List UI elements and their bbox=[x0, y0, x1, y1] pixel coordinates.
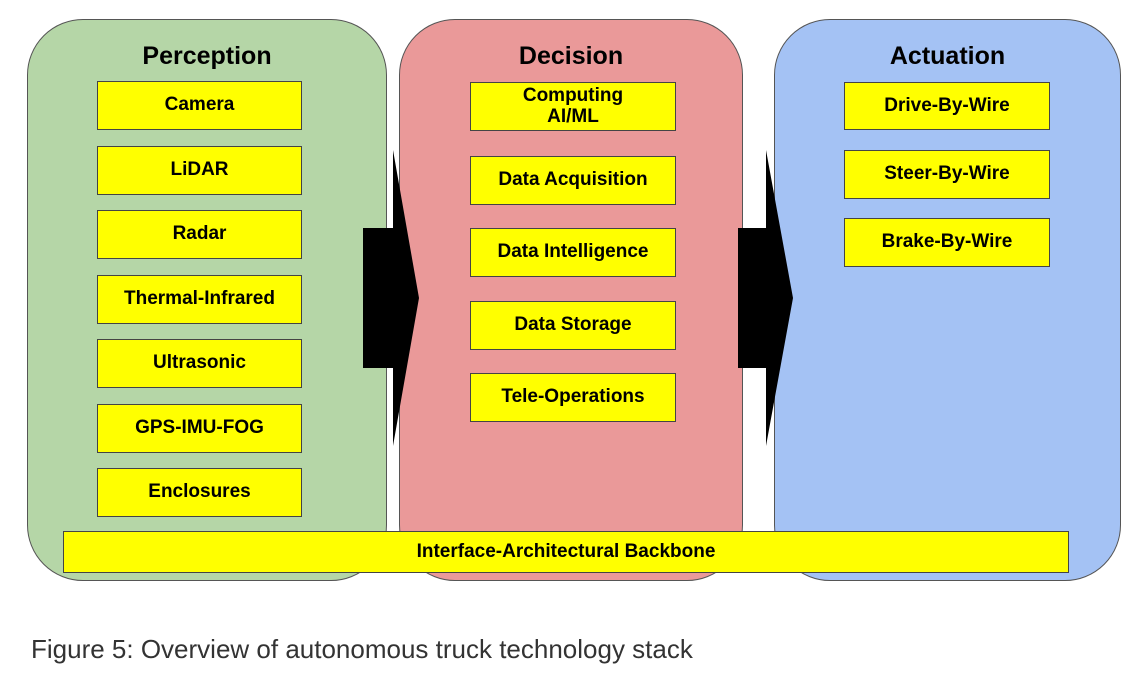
decision-item-data-acquisition: Data Acquisition bbox=[470, 156, 676, 205]
perception-item-gps-imu-fog: GPS-IMU-FOG bbox=[97, 404, 302, 453]
perception-item-radar: Radar bbox=[97, 210, 302, 259]
figure-caption: Figure 5: Overview of autonomous truck t… bbox=[31, 634, 693, 664]
actuation-item-brake-by-wire: Brake-By-Wire bbox=[844, 218, 1050, 267]
decision-item-tele-operations: Tele-Operations bbox=[470, 373, 676, 422]
perception-item-thermal-infrared: Thermal-Infrared bbox=[97, 275, 302, 324]
actuation-item-steer-by-wire: Steer-By-Wire bbox=[844, 150, 1050, 199]
actuation-title: Actuation bbox=[889, 42, 1006, 70]
perception-item-camera: Camera bbox=[97, 81, 302, 130]
arrow-perception-to-decision bbox=[363, 150, 419, 446]
perception-item-enclosures: Enclosures bbox=[97, 468, 302, 517]
perception-item-ultrasonic: Ultrasonic bbox=[97, 339, 302, 388]
perception-item-lidar: LiDAR bbox=[97, 146, 302, 195]
perception-title: Perception bbox=[142, 42, 272, 70]
decision-item-data-storage: Data Storage bbox=[470, 301, 676, 350]
decision-item-computing-ai-ml: Computing AI/ML bbox=[470, 82, 676, 131]
interface-architectural-backbone: Interface-Architectural Backbone bbox=[63, 531, 1069, 573]
decision-title: Decision bbox=[518, 42, 624, 70]
arrow-decision-to-actuation bbox=[738, 150, 793, 446]
decision-item-data-intelligence: Data Intelligence bbox=[470, 228, 676, 277]
actuation-item-drive-by-wire: Drive-By-Wire bbox=[844, 82, 1050, 130]
